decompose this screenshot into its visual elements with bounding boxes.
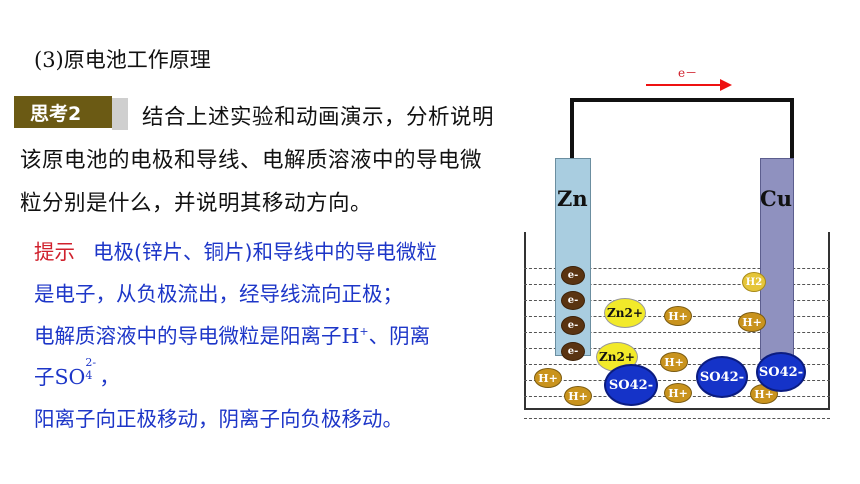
electron-flow-arrow bbox=[646, 84, 722, 86]
question-line-1: 结合上述实验和动画演示，分析说明 bbox=[142, 105, 495, 130]
solution-line bbox=[524, 348, 830, 349]
h-ion-particle: H+ bbox=[738, 312, 766, 332]
solution-line bbox=[524, 380, 830, 381]
h-ion-particle: H+ bbox=[664, 306, 692, 326]
question-line-3: 粒分别是什么，并说明其移动方向。 bbox=[20, 191, 373, 216]
wire-right bbox=[790, 98, 794, 158]
h2-bubble: H2 bbox=[742, 272, 766, 292]
solution-line bbox=[524, 332, 830, 333]
sulfate-ion-particle: SO42- bbox=[696, 356, 748, 398]
electron-flow-label: e－ bbox=[678, 66, 698, 80]
h-ion-particle: H+ bbox=[664, 383, 692, 403]
arrow-head-icon bbox=[720, 79, 732, 91]
electron-particle: e- bbox=[561, 266, 585, 285]
h-ion-particle: H+ bbox=[750, 384, 778, 404]
cu-electrode bbox=[760, 158, 794, 360]
answer-line-2: 是电子，从负极流出，经导线流向正极； bbox=[34, 282, 403, 306]
answer-text-4: 子 bbox=[34, 365, 55, 389]
sulfate-ion-particle: SO42- bbox=[756, 352, 806, 392]
electron-particle: e- bbox=[561, 291, 585, 310]
solution-line bbox=[524, 418, 830, 419]
h-ion-particle: H+ bbox=[564, 386, 592, 406]
section-title-text: 原电池工作原理 bbox=[63, 48, 211, 72]
beaker bbox=[524, 232, 830, 410]
answer-line-5: 阳离子向正极移动，阴离子向负极移动。 bbox=[34, 407, 403, 431]
think-badge bbox=[14, 96, 112, 128]
answer-line-3: 电解质溶液中的导电微粒是阳离子H+、阴离 bbox=[34, 319, 430, 349]
answer-text-3b: 、阴离 bbox=[368, 324, 431, 348]
h-ion-particle: H+ bbox=[660, 352, 688, 372]
h-ion-formula: H+ bbox=[341, 324, 369, 348]
solution-line bbox=[524, 268, 830, 269]
cu-label: Cu bbox=[760, 186, 792, 211]
answer-text-4b: ， bbox=[99, 365, 120, 389]
answer-text-1: 电极(锌片、铜片)和导线中的导电微粒 bbox=[93, 240, 437, 264]
think-badge-shadow bbox=[112, 98, 128, 130]
zn-ion-particle: Zn2+ bbox=[604, 298, 646, 328]
solution-line bbox=[524, 284, 830, 285]
solution-line bbox=[524, 300, 830, 301]
think-badge-label: 思考2 bbox=[30, 103, 82, 125]
question-line-2: 该原电池的电极和导线、电解质溶液中的导电微 bbox=[20, 148, 483, 173]
zn-label: Zn bbox=[557, 186, 588, 211]
sulfate-ion-particle: SO42- bbox=[604, 364, 658, 406]
answer-line-1: 提示电极(锌片、铜片)和导线中的导电微粒 bbox=[34, 235, 437, 265]
h-ion-particle: H+ bbox=[534, 368, 562, 388]
section-number: (3) bbox=[34, 48, 64, 72]
section-title: (3)原电池工作原理 bbox=[34, 44, 211, 74]
hint-label: 提示 bbox=[34, 240, 75, 264]
electron-particle: e- bbox=[561, 316, 585, 335]
wire-left bbox=[570, 98, 574, 158]
wire bbox=[570, 98, 794, 102]
answer-text-3: 电解质溶液中的导电微粒是阳离子 bbox=[34, 324, 342, 348]
electron-particle: e- bbox=[561, 342, 585, 361]
